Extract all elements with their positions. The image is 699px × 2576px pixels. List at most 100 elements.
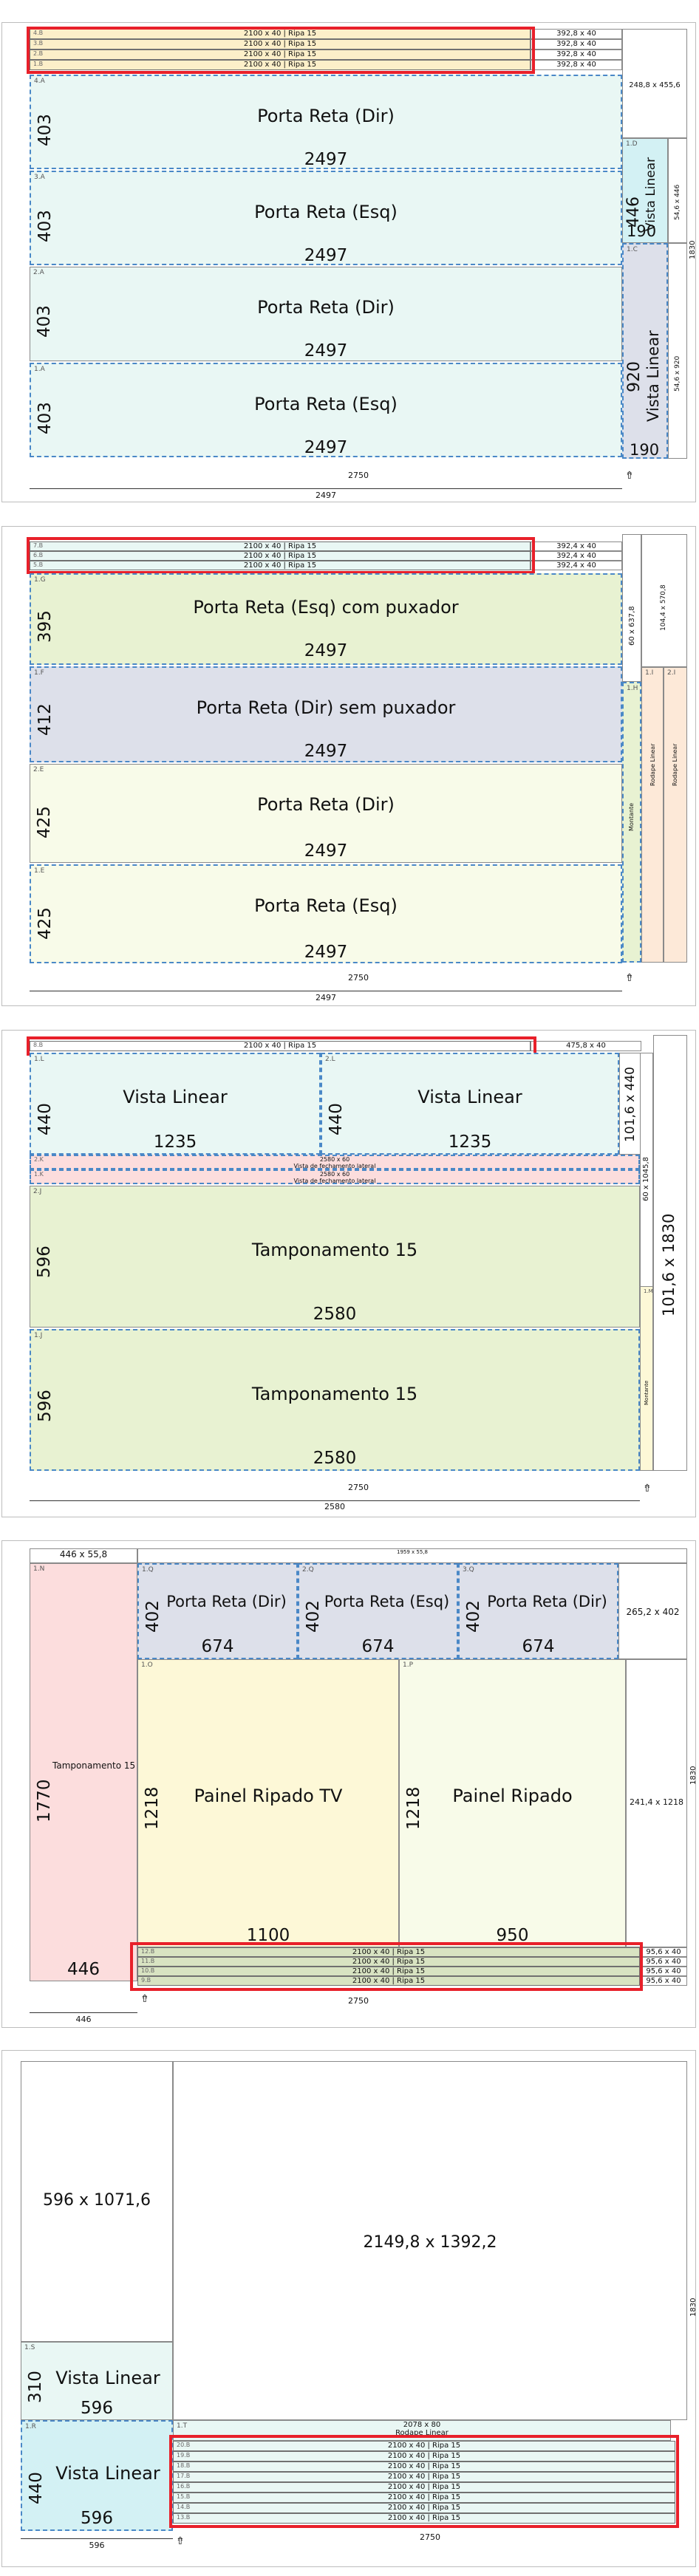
used-width-label: 2497 [316,491,336,500]
strip-offcut: 95,6 x 40 [640,1976,687,1986]
highlight-box [130,1942,643,1991]
door-piece: 3.A Porta Reta (Esq) 2497 403 [30,171,622,265]
highlight-box [27,27,535,74]
offcut-area: 104,4 x 570,8 [641,534,687,667]
strip-offcut: 392,8 x 40 [531,39,622,49]
offcut-area: 101,6 x 1830 [653,1035,687,1471]
vista-piece: 1.C 920 Vista Linear 190 [622,243,668,459]
sheet-width-label: 2750 [348,1996,369,2006]
vista-piece: 1.S Vista Linear 596 310 [21,2342,173,2420]
highlight-box [169,2435,679,2528]
double-chevron-up-icon[interactable]: ⇮ [140,1993,149,2005]
strip-offcut: 392,4 x 40 [531,561,622,570]
door-piece: 3.Q Porta Reta (Dir) 674 402 [458,1563,618,1659]
cutting-sheet-4: 446 x 55,8 1959 x 55,8 1.N Tamponamento … [1,1540,698,2028]
door-piece: 2.E Porta Reta (Dir) 2497 425 [30,764,622,863]
offcut-area: 2149,8 x 1392,2 [173,2061,687,2420]
offcut-area: 1959 x 55,8 [137,1548,687,1563]
door-piece: 2.A Porta Reta (Dir) 2497 403 [30,267,622,361]
strip-offcut: 95,6 x 40 [640,1957,687,1967]
door-piece: 1.Q Porta Reta (Dir) 674 402 [137,1563,298,1659]
strip-offcut: 95,6 x 40 [640,1967,687,1976]
door-piece: 1.E Porta Reta (Esq) 2497 425 [30,864,622,963]
double-chevron-up-icon[interactable]: ⇮ [176,2535,185,2547]
vista-piece: 2.L Vista Linear 1235 440 [321,1053,619,1155]
side-offcut: 54,6 x 920 [668,243,687,459]
strip-offcut: 95,6 x 40 [640,1947,687,1957]
narrow-piece: 1.H Montante [622,682,641,963]
strip-offcut: 392,4 x 40 [531,551,622,561]
sheet-width-label: 2750 [348,471,369,480]
used-width-label: 446 [75,2015,92,2024]
used-width-label: 2497 [316,993,336,1002]
door-piece: 1.F Porta Reta (Dir) sem puxador 2497 41… [30,666,622,762]
thin-strip: 1.K 2580 x 60 Vista de fechamento latera… [30,1169,640,1184]
sheet-width-label: 2750 [420,2532,440,2542]
strip-offcut: 392,8 x 40 [531,49,622,60]
offcut-area: 241,4 x 1218 [626,1659,687,1947]
double-chevron-up-icon[interactable]: ⇮ [643,1483,652,1494]
dimension-line [30,1500,640,1501]
door-piece: 4.A Porta Reta (Dir) 2497 403 [30,75,622,169]
offcut-area: 248,8 x 455,6 [622,29,687,138]
offcut-area: 101,6 x 440 [619,1053,641,1155]
used-width-label: 596 [89,2541,105,2550]
offcut-area: 596 x 1071,6 [21,2061,173,2342]
strip-offcut: 392,8 x 40 [531,60,622,70]
dimension-line [30,2012,137,2013]
vista-piece: 1.L Vista Linear 1235 440 [30,1053,321,1155]
strip-offcut: 392,4 x 40 [531,541,622,551]
tamponamento-piece: 1.N Tamponamento 15 446 1770 [30,1563,137,1981]
double-chevron-up-icon[interactable]: ⇮ [625,470,634,482]
door-piece: 1.G Porta Reta (Esq) com puxador 2497 39… [30,573,622,665]
dimension-line [21,2538,173,2539]
sheet-height-label: 1830 [689,2297,698,2317]
panel-piece: 1.O Painel Ripado TV 1100 1218 [137,1659,399,1947]
used-width-label: 2580 [324,1502,345,1511]
sheet-height-label: 1830 [689,1766,698,1785]
tamponamento-piece: 1.J Tamponamento 15 2580 596 [30,1329,640,1471]
double-chevron-up-icon[interactable]: ⇮ [625,972,634,984]
sheet-width-label: 2750 [348,973,369,983]
strip-offcut: 392,8 x 40 [531,29,622,39]
sheet-width-label: 2750 [348,1483,369,1492]
strip-offcut: 475,8 x 40 [531,1041,641,1051]
panel-piece: 1.P Painel Ripado 950 1218 [399,1659,626,1947]
door-piece: 1.A Porta Reta (Esq) 2497 403 [30,363,622,457]
dimension-line [30,488,622,489]
sheet-height-label: 1830 [689,240,697,259]
offcut-area: 265,2 x 402 [618,1563,687,1659]
narrow-piece: 2.I Rodape Linear [664,667,687,963]
vista-piece: 1.D 446 Vista Linear [622,138,668,243]
thin-strip: 2.K 2580 x 60 Vista de fechamento latera… [30,1155,640,1169]
narrow-piece: 1.M Montante [640,1286,653,1471]
tamponamento-piece: 2.J Tamponamento 15 2580 596 [30,1186,640,1328]
highlight-box [27,537,535,574]
side-width: 190 [627,222,657,240]
side-offcut: 54,6 x 446 [668,138,687,243]
narrow-piece: 1.I Rodape Linear [641,667,664,963]
cutting-sheet-5: 596 x 1071,6 2149,8 x 1392,2 1830 1.S Vi… [1,2050,698,2567]
